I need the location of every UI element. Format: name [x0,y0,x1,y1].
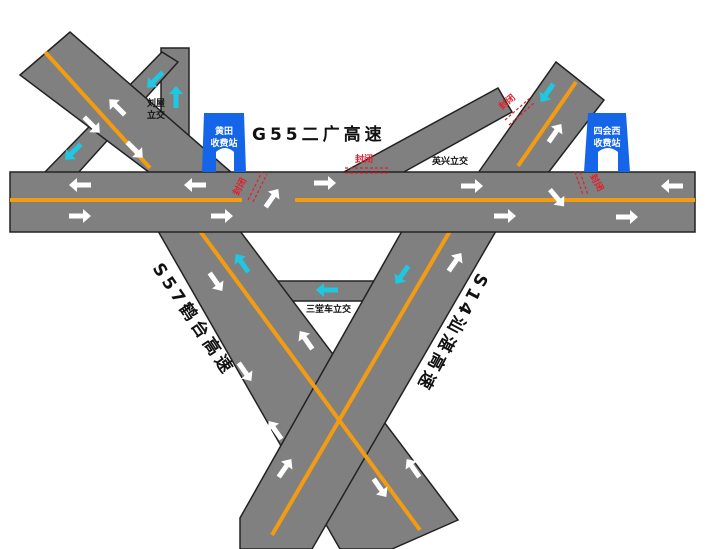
liuwu-road [18,31,235,174]
closed-label: 封闭 [355,153,373,165]
yingxing-interchange-label: 英兴立交 [431,155,468,167]
huangtian-label: 黄田 [215,125,233,137]
liuwu-interchange-label-2: 立交 [147,109,165,121]
sihuixi-toll-station: 四会西 收费站 [584,113,630,172]
sihuixi-label: 四会西 [593,125,620,137]
huangtian-label-2: 收费站 [210,137,237,149]
liuwu-interchange-label: 刘屋 [147,97,165,109]
santang-interchange-label: 三堂车立交 [306,303,351,315]
closure-yingxing: 封闭 [345,153,390,174]
g55-expressway-label: G55二广高速 [252,124,386,145]
sihuixi-label-2: 收费站 [593,137,620,149]
huangtian-toll-station: 黄田 收费站 [202,113,246,172]
